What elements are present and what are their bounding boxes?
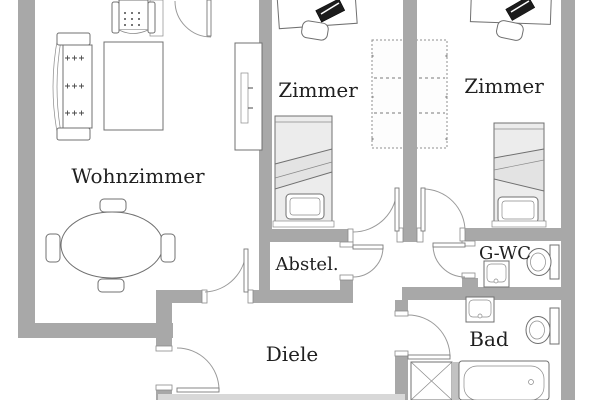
wall-cap [396,227,404,243]
room-label-bad: Bad [469,327,509,351]
wall-cap [339,274,354,281]
room-label-diele: Diele [266,342,319,366]
room-label-abstellraum: Abstel. [274,254,338,275]
wall-cap [394,310,409,317]
wall-cap [394,350,409,357]
wall-cap [459,227,466,242]
bathtub [458,360,550,400]
dining-table [45,198,176,293]
armchair [111,0,156,34]
room-label-wohnzimmer: Wohnzimmer [71,164,205,188]
wall [561,0,575,400]
room-labels: Wohnzimmer Zimmer Zimmer Abstel. G-WC Di… [71,74,544,366]
pillow-inner [289,197,321,216]
wall-cap [247,289,254,304]
wall-cap [347,228,354,243]
entrance-door [176,347,220,393]
sofa-tufting [65,55,84,116]
wall-cap [201,289,208,304]
dining-chair [99,198,127,213]
wall [403,0,417,242]
wall [259,242,270,290]
wall-cap [339,241,354,248]
room-label-zimmer2: Zimmer [464,74,544,98]
cropped-wall-edge [158,394,405,400]
wall [402,287,561,300]
armchair-dots [124,12,140,26]
wall-cap [461,272,476,279]
wall-cap [155,345,173,352]
bad-sink [465,296,495,323]
desk-chair [496,20,524,41]
wall [395,356,408,400]
tv-board [234,42,263,151]
desk-zimmer1 [276,0,358,41]
zimmer1-door [352,187,400,233]
bed-zimmer1 [272,115,335,228]
wall [18,0,35,338]
wall [259,229,353,242]
wall [248,290,353,303]
coffee-table [103,41,164,131]
bad-door [407,314,451,360]
abstellraum-door [352,244,384,278]
doors [174,0,466,393]
desk-chair [301,20,329,41]
gwc-toilet [526,244,560,280]
shower-partition [452,362,459,400]
bed-zimmer2 [491,122,547,228]
bad-toilet [525,307,560,345]
wohnzimmer-door [204,248,249,293]
pillow-inner [501,200,535,220]
wall [460,228,561,241]
wall-caps [155,227,476,391]
sofa [52,32,93,141]
room-label-zimmer1: Zimmer [278,78,358,102]
wall-cap [416,227,424,243]
gwc-door [432,242,466,278]
wall [462,278,478,287]
wall [156,290,207,303]
wall-cap [155,384,173,391]
dining-chair [45,233,61,263]
shower [410,361,453,400]
gwc-sink [483,260,510,288]
wall [340,280,353,290]
dining-chair [97,278,125,293]
zimmer2-door [420,187,466,232]
balcony-door [174,0,212,38]
room-label-gwc: G-WC [479,243,531,264]
dining-chair [160,233,176,263]
wall [18,323,173,338]
walls [18,0,575,400]
desk-zimmer2 [469,0,553,41]
